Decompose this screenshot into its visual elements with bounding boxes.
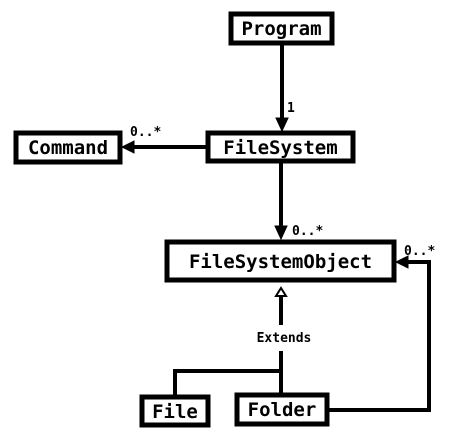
multiplicity-folder-filesystemobject: 0..* [404, 244, 435, 259]
class-command[interactable]: Command [13, 130, 123, 165]
association-program-filesystem [275, 44, 289, 133]
association-folder-filesystemobject [327, 255, 431, 412]
multiplicity-program-filesystem: 1 [287, 101, 295, 116]
association-filesystem-filesystemobject [274, 162, 288, 241]
class-filesystemobject-label: FileSystemObject [189, 251, 372, 273]
class-filesystem[interactable]: FileSystem [205, 130, 356, 164]
generalization-arrowhead [274, 286, 288, 297]
class-file-label: File [152, 401, 198, 423]
class-program[interactable]: Program [228, 11, 335, 46]
class-folder[interactable]: Folder [234, 392, 330, 427]
class-command-label: Command [28, 137, 108, 159]
class-program-label: Program [241, 18, 321, 40]
multiplicity-filesystem-filesystemobject: 0..* [292, 224, 323, 239]
class-filesystemobject[interactable]: FileSystemObject [164, 239, 397, 283]
class-filesystem-label: FileSystem [223, 137, 337, 159]
extends-label: Extends [257, 331, 312, 346]
multiplicity-filesystem-command: 0..* [130, 125, 161, 140]
class-file[interactable]: File [139, 394, 211, 428]
association-filesystem-command [120, 140, 207, 154]
class-folder-label: Folder [248, 399, 317, 421]
generalization-edge [173, 286, 288, 396]
